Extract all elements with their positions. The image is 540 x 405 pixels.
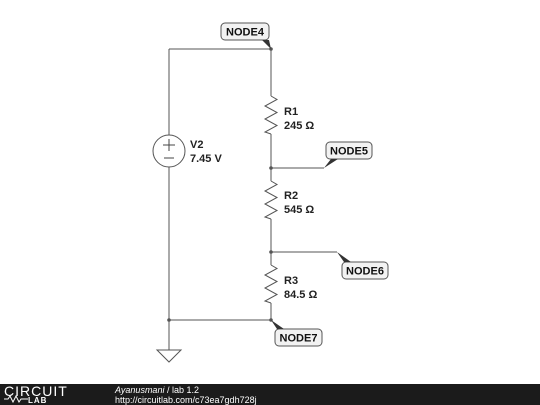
r2-name-label: R2 — [284, 190, 298, 202]
r1-name-label: R1 — [284, 106, 298, 118]
resistor-r1[interactable]: R1 245 Ω — [263, 95, 314, 135]
project-title: Ayanusmani / lab 1.2 — [115, 385, 199, 395]
resistor-r3-symbol — [263, 264, 279, 304]
resistor-r3[interactable]: R3 84.5 Ω — [263, 264, 317, 304]
title-separator: / — [164, 385, 172, 395]
logo-text-circuit: CIRCUIT — [4, 383, 68, 399]
node-label-node5[interactable]: NODE5 — [324, 141, 373, 168]
project-owner[interactable]: Ayanusmani — [115, 385, 165, 395]
voltage-source-v2[interactable]: V2 7.45 V — [152, 134, 222, 168]
r2-value-label: 545 Ω — [284, 204, 314, 216]
r3-value-label: 84.5 Ω — [284, 289, 317, 301]
r3-name-label: R3 — [284, 275, 298, 287]
project-url[interactable]: http://circuitlab.com/c73ea7gdh728j — [115, 395, 257, 405]
project-name[interactable]: lab 1.2 — [171, 385, 199, 395]
v2-value-label: 7.45 V — [190, 153, 222, 165]
node7-label: NODE7 — [280, 333, 318, 345]
junction-node5 — [269, 166, 273, 170]
resistor-r1-symbol — [263, 95, 279, 135]
ground-icon — [155, 349, 183, 363]
node6-label: NODE6 — [346, 266, 384, 278]
resistor-r2[interactable]: R2 545 Ω — [263, 180, 314, 220]
node-label-node6[interactable]: NODE6 — [337, 252, 389, 280]
circuit-schematic: V2 7.45 V R1 245 Ω R2 545 Ω R3 84.5 Ω NO… — [152, 22, 389, 363]
logo-text-lab: LAB — [28, 396, 48, 405]
junction-bottom-left — [167, 318, 171, 322]
node5-label: NODE5 — [330, 146, 368, 158]
resistor-r2-symbol — [263, 180, 279, 220]
node-label-node7[interactable]: NODE7 — [271, 320, 323, 347]
circuitlab-logo[interactable]: CIRCUIT LAB — [4, 383, 102, 405]
node-label-node4[interactable]: NODE4 — [220, 22, 271, 49]
v2-name-label: V2 — [190, 139, 203, 151]
node4-label: NODE4 — [226, 27, 265, 39]
logo-resistor-icon — [4, 395, 28, 403]
r1-value-label: 245 Ω — [284, 120, 314, 132]
wires — [168, 48, 337, 350]
junction-node6 — [269, 250, 273, 254]
footer-bar: CIRCUIT LAB Ayanusmani / lab 1.2 http://… — [0, 383, 540, 405]
junctions — [167, 47, 273, 322]
